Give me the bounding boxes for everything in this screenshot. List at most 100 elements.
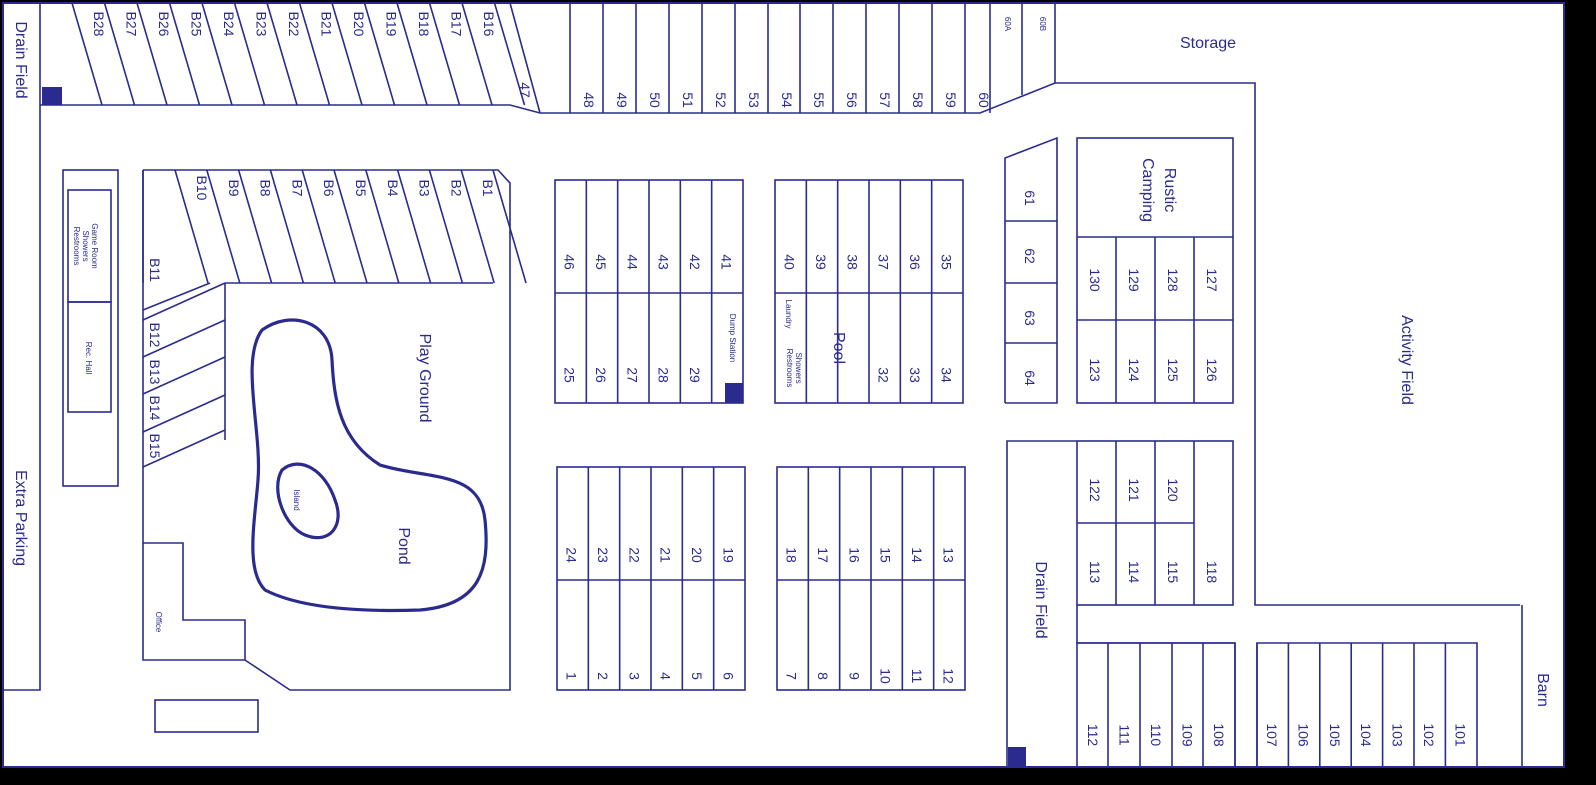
b-row-divider [301,169,336,284]
laundry-label: Laundry [784,300,793,329]
site-129: 129 [1126,268,1142,292]
site-19: 19 [720,547,736,563]
site-33: 33 [907,367,923,383]
site-b7: B7 [289,179,305,196]
drain-marker-top [42,87,62,105]
site-45: 45 [593,254,609,270]
pool-label: Pool [830,332,847,364]
site-13: 13 [940,547,956,563]
site-b28: B28 [91,12,107,37]
site-3: 3 [626,672,642,680]
site-51: 51 [680,92,696,108]
b-top-divider [136,2,168,106]
b-row-divider [428,169,464,284]
rec-hall-label: Rec. Hall [84,342,93,375]
site-104: 104 [1358,723,1374,747]
site-121: 121 [1126,478,1142,502]
site-23: 23 [595,547,611,563]
site-14: 14 [909,547,925,563]
office-label: Office [154,612,163,633]
site-59: 59 [943,92,959,108]
play-ground-label: Play Ground [416,334,433,423]
site-b22: B22 [286,12,302,37]
island-label: Island [292,489,301,510]
b-top-divider [493,2,526,106]
site-b13: B13 [147,360,163,385]
drain-field-top-label: Drain Field [12,21,29,98]
rustic-label: Rustic [1161,168,1178,212]
site-b19: B19 [384,12,400,37]
site-103: 103 [1390,723,1406,747]
b-row-divider [333,169,368,284]
site-114: 114 [1126,561,1142,584]
site-35: 35 [938,254,954,270]
site-112: 112 [1085,724,1101,747]
site-122: 122 [1087,478,1103,502]
b-top-divider [298,2,331,106]
site-130: 130 [1087,268,1103,292]
site-8: 8 [815,672,831,680]
site-107: 107 [1264,723,1280,747]
b-row-divider [174,169,209,284]
restrooms-label-1: Restrooms [72,227,81,266]
site-46: 46 [562,254,578,270]
col-61-outline [1004,136,1058,404]
dump-station-marker [725,383,743,403]
site-128: 128 [1165,268,1181,292]
site-29: 29 [687,367,703,383]
b-row-divider [206,169,241,284]
site-b16: B16 [481,12,497,37]
b-top-divider [461,2,493,106]
site-17: 17 [815,547,831,563]
site-37: 37 [876,254,892,270]
site-50: 50 [647,92,663,108]
site-b9: B9 [226,179,242,196]
site-43: 43 [656,254,672,270]
site-62: 62 [1022,248,1038,264]
site-38: 38 [844,254,860,270]
storage-label: Storage [1180,35,1236,52]
site-21: 21 [658,547,674,563]
site-12: 12 [940,668,956,684]
site-b5: B5 [353,179,369,196]
site-b20: B20 [351,12,367,37]
site-b1: B1 [480,179,496,196]
site-41: 41 [718,254,734,270]
site-110: 110 [1148,724,1164,747]
site-b24: B24 [221,12,237,37]
site-64: 64 [1022,370,1038,386]
b-top-divider [168,2,201,106]
activity-field-label: Activity Field [1398,315,1415,405]
b-row-divider [396,169,432,284]
site-b10: B10 [194,176,210,201]
site-9: 9 [846,672,862,680]
site-40: 40 [782,254,798,270]
map-border [2,2,1565,768]
site-18: 18 [784,547,800,563]
b-row-divider [365,169,400,284]
extra-parking-label: Extra Parking [12,470,29,566]
site-b2: B2 [448,179,464,196]
site-123: 123 [1087,358,1103,382]
site-54: 54 [779,92,795,108]
site-b11: B11 [147,258,163,282]
site-56: 56 [844,92,860,108]
b-top-divider [201,2,233,106]
showers-label-2: Showers [794,352,803,383]
site-55: 55 [811,92,827,108]
site-126: 126 [1204,358,1220,382]
site-15: 15 [878,547,894,563]
b-left-divider [142,356,226,395]
site-39: 39 [813,254,829,270]
site-b8: B8 [258,179,274,196]
showers-label-1: Showers [81,230,90,261]
site-4: 4 [658,672,674,680]
b-top-divider [428,2,461,106]
b-left-divider [142,394,226,433]
drain-field-mid-label: Drain Field [1032,561,1049,638]
site-7: 7 [784,672,800,680]
